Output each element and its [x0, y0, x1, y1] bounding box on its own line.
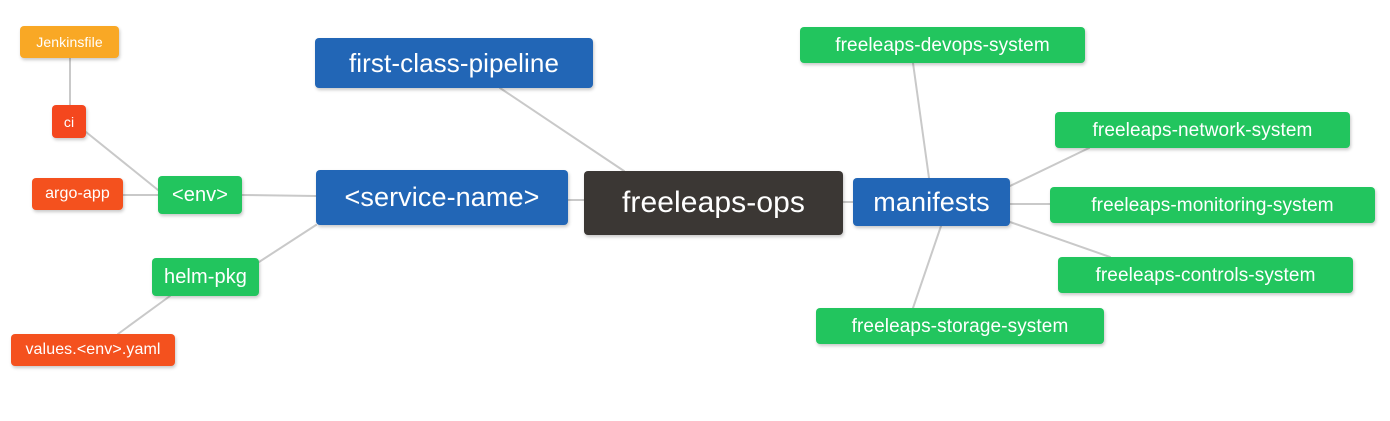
- node-label: freeleaps-storage-system: [851, 315, 1069, 337]
- node-ci[interactable]: ci: [52, 105, 86, 138]
- node-values-yaml[interactable]: values.<env>.yaml: [11, 334, 175, 366]
- edge-helm-pkg-to-values-yaml: [117, 295, 171, 335]
- edge-fcp-to-root: [499, 87, 625, 172]
- node-service-name[interactable]: <service-name>: [316, 170, 568, 225]
- node-jenkinsfile[interactable]: Jenkinsfile: [20, 26, 119, 58]
- node-root[interactable]: freeleaps-ops: [584, 171, 843, 235]
- node-manifests[interactable]: manifests: [853, 178, 1010, 226]
- node-network-sys[interactable]: freeleaps-network-system: [1055, 112, 1350, 148]
- node-label: first-class-pipeline: [348, 48, 560, 78]
- node-label: ci: [63, 113, 75, 130]
- node-helm-pkg[interactable]: helm-pkg: [152, 258, 259, 296]
- node-label: freeleaps-network-system: [1092, 119, 1313, 141]
- node-label: freeleaps-devops-system: [835, 34, 1050, 56]
- node-fcp[interactable]: first-class-pipeline: [315, 38, 593, 88]
- node-label: freeleaps-ops: [621, 186, 806, 219]
- node-label: manifests: [873, 186, 990, 217]
- node-controls-sys[interactable]: freeleaps-controls-system: [1058, 257, 1353, 293]
- node-argo-app[interactable]: argo-app: [32, 178, 123, 210]
- node-label: Jenkinsfile: [36, 34, 103, 50]
- edge-manifests-to-storage-sys: [912, 225, 942, 309]
- node-label: <env>: [171, 184, 229, 206]
- edge-service-name-to-helm-pkg: [258, 224, 317, 263]
- node-devops-sys[interactable]: freeleaps-devops-system: [800, 27, 1085, 63]
- node-label: helm-pkg: [163, 266, 248, 288]
- node-label: freeleaps-monitoring-system: [1091, 194, 1334, 216]
- edge-env-to-service-name: [241, 194, 317, 197]
- edge-manifests-to-controls-sys: [1009, 221, 1111, 258]
- node-storage-sys[interactable]: freeleaps-storage-system: [816, 308, 1104, 344]
- edge-manifests-to-devops-sys: [912, 62, 930, 179]
- node-monitoring-sys[interactable]: freeleaps-monitoring-system: [1050, 187, 1375, 223]
- node-label: freeleaps-controls-system: [1095, 264, 1316, 286]
- node-label: values.<env>.yaml: [25, 341, 161, 358]
- node-label: <service-name>: [344, 182, 540, 212]
- node-label: argo-app: [45, 185, 110, 202]
- edge-manifests-to-network-sys: [1009, 147, 1090, 187]
- node-env[interactable]: <env>: [158, 176, 242, 214]
